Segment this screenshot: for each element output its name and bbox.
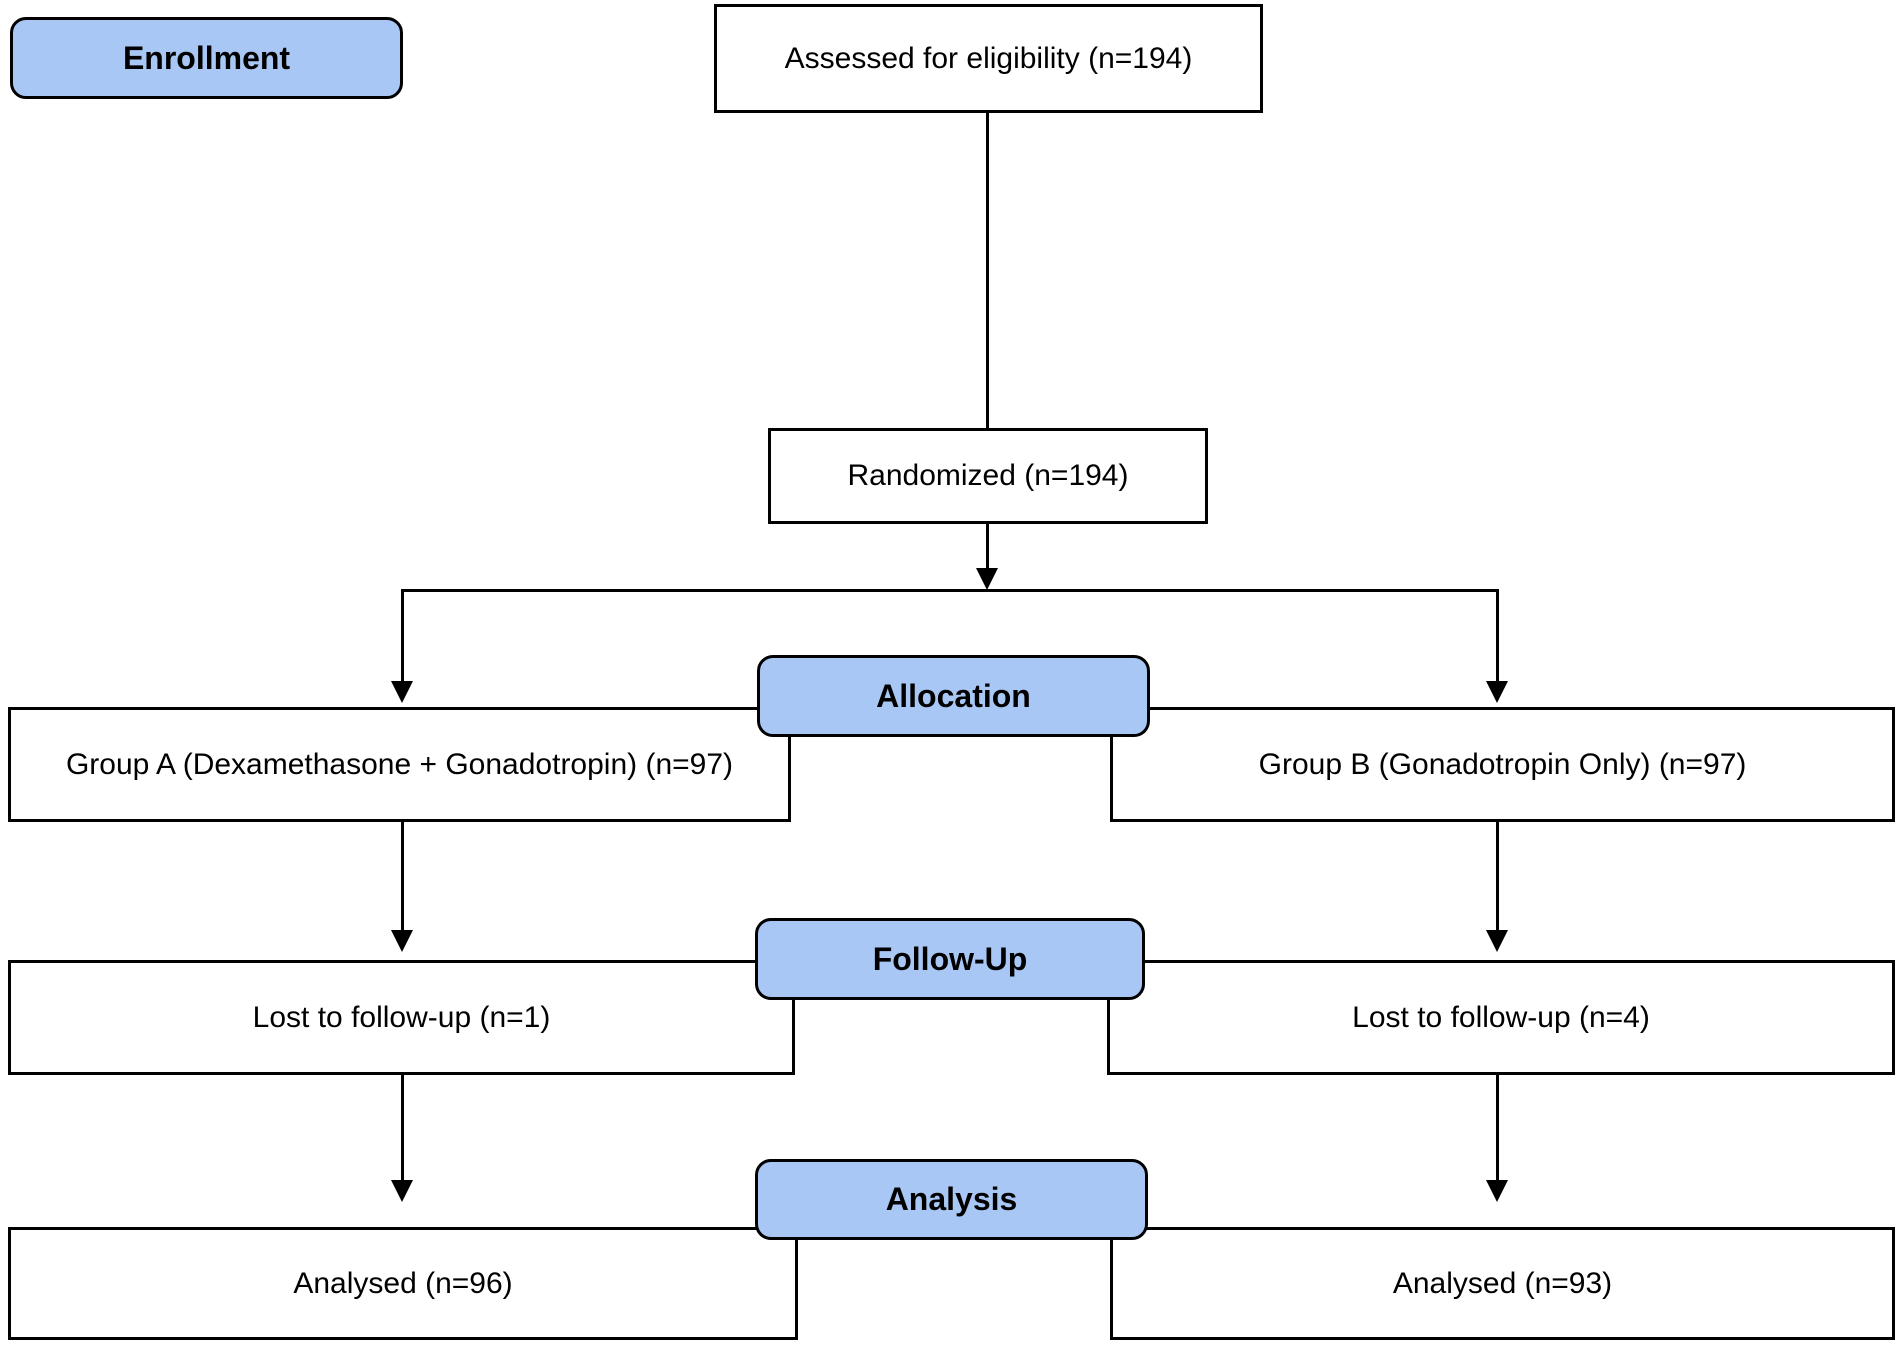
arrowhead-into-lost-a-icon <box>391 930 413 952</box>
node-analysed-a: Analysed (n=96) <box>8 1227 798 1340</box>
arrowhead-into-lost-b-icon <box>1486 930 1508 952</box>
stage-badge-allocation: Allocation <box>757 655 1150 737</box>
stage-badge-analysis: Analysis <box>755 1159 1148 1240</box>
connector-lost-a-to-analysed-a <box>401 1075 404 1180</box>
arrowhead-into-group-b-icon <box>1486 681 1508 703</box>
node-lost-to-follow-up-b: Lost to follow-up (n=4) <box>1107 960 1895 1075</box>
arrowhead-into-analysed-b-icon <box>1486 1180 1508 1202</box>
connector-group-a-to-lost-a <box>401 822 404 930</box>
stage-badge-follow-up: Follow-Up <box>755 918 1145 1000</box>
arrowhead-into-branch-icon <box>976 568 998 590</box>
node-group-b: Group B (Gonadotropin Only) (n=97) <box>1110 707 1895 822</box>
stage-badge-enrollment: Enrollment <box>10 17 403 99</box>
connector-lost-b-to-analysed-b <box>1496 1075 1499 1180</box>
connector-assessed-to-randomized <box>986 113 989 428</box>
branch-line <box>401 589 1499 592</box>
arrowhead-into-group-a-icon <box>391 681 413 703</box>
connector-randomized-to-branch <box>986 524 989 570</box>
connector-branch-to-group-a <box>401 589 404 681</box>
connector-group-b-to-lost-b <box>1496 822 1499 930</box>
node-lost-to-follow-up-a: Lost to follow-up (n=1) <box>8 960 795 1075</box>
node-assessed-for-eligibility: Assessed for eligibility (n=194) <box>714 4 1263 113</box>
node-analysed-b: Analysed (n=93) <box>1110 1227 1895 1340</box>
arrowhead-into-analysed-a-icon <box>391 1180 413 1202</box>
connector-branch-to-group-b <box>1496 589 1499 681</box>
node-group-a: Group A (Dexamethasone + Gonadotropin) (… <box>8 707 791 822</box>
node-randomized: Randomized (n=194) <box>768 428 1208 524</box>
